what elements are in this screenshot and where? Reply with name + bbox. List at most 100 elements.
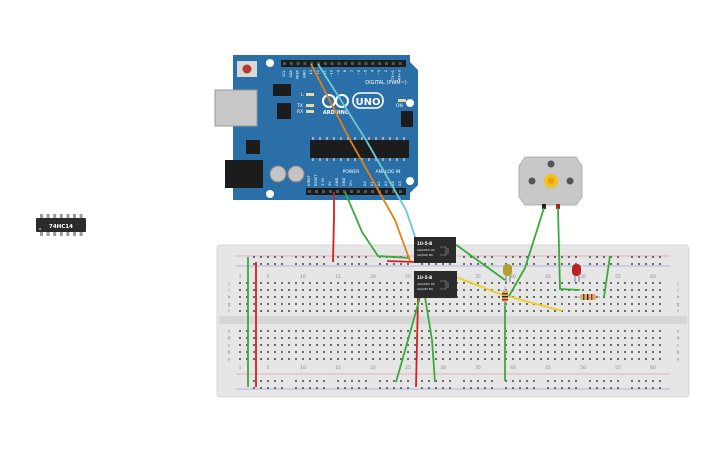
breadboard-hole [470,289,472,291]
breadboard-hole [267,358,269,360]
breadboard-hole [379,296,381,298]
led-l [306,93,314,96]
breadboard-hole [638,256,640,258]
led-red-body [572,264,581,276]
pin-hole [308,190,311,193]
power-jack [225,160,263,188]
breadboard-hole [302,296,304,298]
row-letter: h [228,295,231,301]
wire-cyan-signal[interactable] [317,63,422,255]
breadboard-hole [638,263,640,265]
breadboard-hole [393,310,395,312]
breadboard-hole [316,358,318,360]
breadboard-hole [309,351,311,353]
breadboard-hole [386,282,388,284]
wire-green-relay-b[interactable] [424,296,436,383]
breadboard-hole [638,358,640,360]
pin-hole [364,62,368,65]
breadboard-hole [386,358,388,360]
breadboard-hole [372,303,374,305]
resistor-1[interactable] [502,286,508,306]
breadboard-hole [470,296,472,298]
breadboard-hole [281,358,283,360]
breadboard-hole [239,351,241,353]
breadboard-hole [309,387,311,389]
wire-green-relay-a[interactable] [395,296,421,383]
breadboard-hole [302,344,304,346]
breadboard-hole [463,296,465,298]
breadboard-hole [561,344,563,346]
breadboard-hole [540,351,542,353]
wire-green-relay-c[interactable] [454,243,506,281]
led-red[interactable] [572,264,581,282]
breadboard-hole [295,296,297,298]
wire-orange-signal[interactable] [310,63,411,262]
pin-hole [357,190,360,193]
breadboard-hole [491,387,493,389]
wire-red-relay[interactable] [415,297,419,388]
power-analog-header[interactable] [306,188,406,195]
wire-red-short[interactable] [386,260,416,263]
relay-1[interactable]: 1U-5-B 1A/125V AC 1A/24V DC [414,237,456,263]
wire-green-gnd[interactable] [344,191,411,259]
breadboard-hole [379,351,381,353]
pin-hole [323,62,327,65]
wire-yellow[interactable] [455,276,563,312]
breadboard-hole [638,303,640,305]
breadboard-hole [365,296,367,298]
bottom-pin-holes [308,190,402,193]
led-yellow[interactable] [503,264,512,282]
icsp-header-2 [401,111,413,127]
ic-pins [40,214,83,236]
pin-label: 7 [350,70,354,72]
column-number: 5 [267,274,270,280]
wire-green-led[interactable] [603,255,611,298]
breadboard-hole [554,310,556,312]
breadboard-hole [323,310,325,312]
wire-green-motor-1[interactable] [508,207,545,297]
chip-leg [319,158,321,161]
ic-pin [79,232,83,236]
breadboard-hole [603,303,605,305]
breadboard-hole [365,380,367,382]
wire-green-motor-2[interactable] [557,207,581,291]
breadboard-hole [596,380,598,382]
breadboard-hole [330,351,332,353]
breadboard-hole [540,330,542,332]
breadboard-hole [547,289,549,291]
wires[interactable] [247,63,611,388]
breadboard-hole [617,296,619,298]
relay-2[interactable]: 1U-5-B 1A/125V AC 1A/24V DC [414,271,457,298]
breadboard-hole [540,310,542,312]
breadboard-hole [603,330,605,332]
breadboard-hole [316,330,318,332]
ic-74hc14[interactable]: 74HC14 [36,214,86,236]
ic-pin [59,214,63,218]
breadboard-hole [540,282,542,284]
usb-chip [246,140,260,154]
breadboard-hole [323,380,325,382]
pin-hole [351,62,354,65]
breadboard-hole [631,282,633,284]
breadboard-hole [617,303,619,305]
breadboard-hole [561,337,563,339]
breadboard-hole [295,387,297,389]
breadboard-hole [624,296,626,298]
breadboard-hole [547,344,549,346]
breadboard-hole [561,387,563,389]
ic-notch-dot [38,227,42,231]
breadboard-hole [442,387,444,389]
ic-pin [46,232,50,236]
pin-label: GND [335,178,339,186]
breadboard-hole [421,337,423,339]
dc-motor[interactable] [518,156,583,209]
breadboard-hole [246,289,248,291]
digital-header[interactable] [281,60,406,67]
breadboard-hole [631,344,633,346]
breadboard-hole [281,351,283,353]
wire-red-5v[interactable] [332,192,335,263]
resistor-2[interactable] [574,294,600,300]
